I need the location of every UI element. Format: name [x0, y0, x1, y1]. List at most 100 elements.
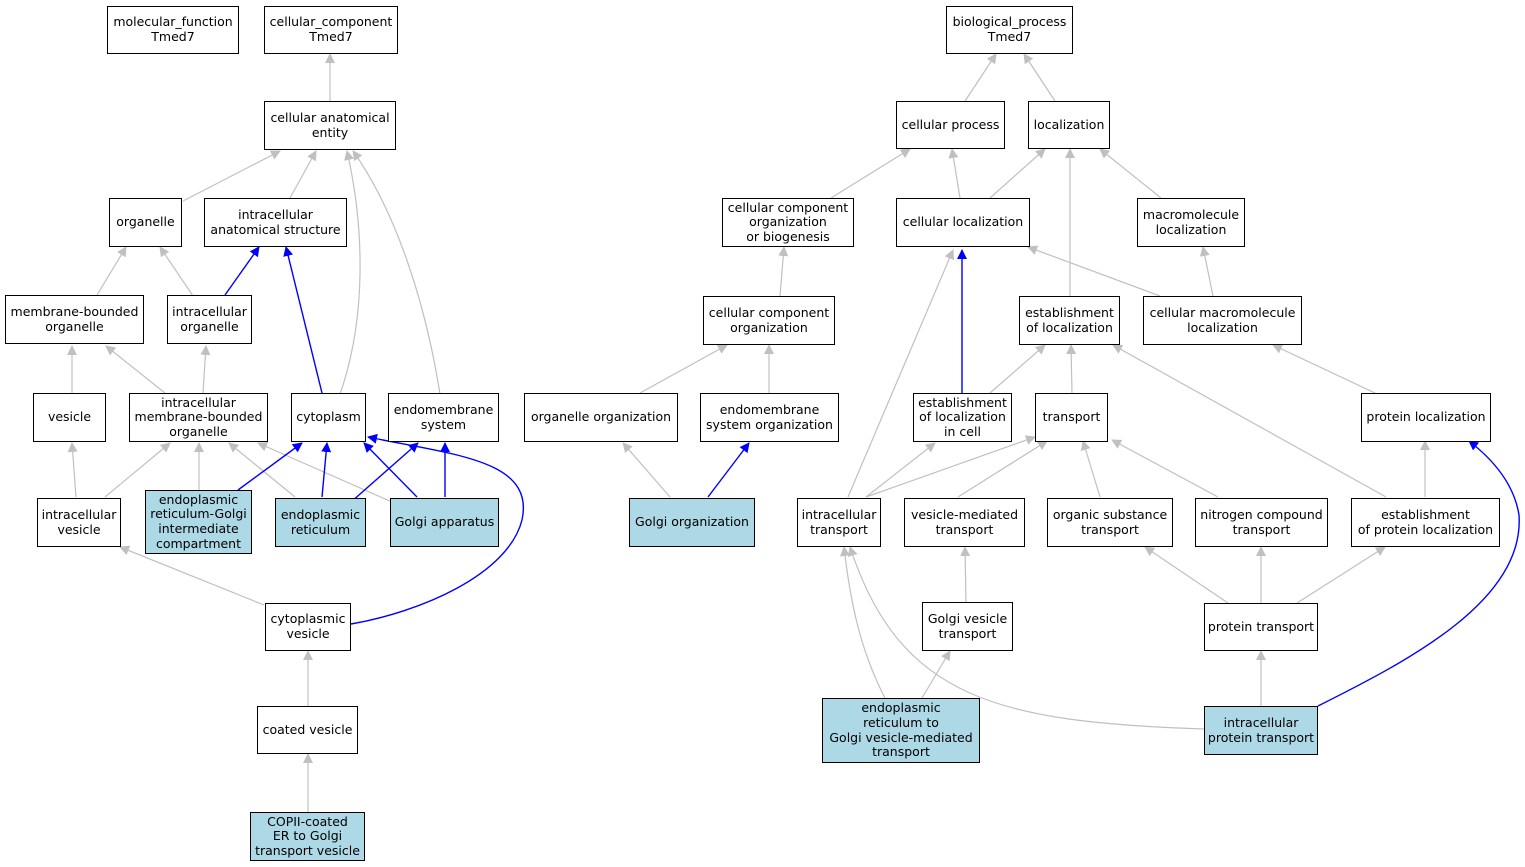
node-label-line: localization — [1187, 319, 1258, 335]
node-golgi-apparatus[interactable]: Golgi apparatus — [390, 498, 499, 547]
node-label-line: nitrogen compound — [1200, 506, 1323, 522]
edge — [237, 442, 303, 491]
node-label-line: coated vesicle — [262, 721, 353, 737]
node-organelle[interactable]: organelle — [109, 198, 182, 247]
edge — [865, 442, 936, 498]
node-label-line: or biogenesis — [746, 228, 830, 244]
node-coated-vesicle[interactable]: coated vesicle — [257, 706, 358, 754]
node-cellular-localization[interactable]: cellular localization — [896, 198, 1030, 247]
node-golgi-organization[interactable]: Golgi organization — [629, 498, 755, 547]
edge — [350, 433, 525, 625]
node-label-line: entity — [311, 124, 349, 140]
node-label-line: COPII-coated — [267, 813, 348, 829]
node-label-line: of protein localization — [1357, 521, 1494, 537]
node-label-line: organic substance — [1052, 506, 1168, 522]
node-label-line: organelle — [169, 423, 228, 439]
node-label-line: endoplasmic — [861, 700, 941, 716]
edge — [847, 249, 955, 498]
node-label-line: transport — [935, 521, 994, 537]
node-label-line: Tmed7 — [987, 29, 1032, 44]
node-label-line: cytoplasmic — [270, 611, 346, 627]
node-label-line: intracellular — [238, 206, 313, 222]
node-label-line: localization — [1155, 221, 1227, 237]
node-label-line: endoplasmic — [280, 506, 361, 522]
node-label-line: macromolecule — [1142, 206, 1240, 222]
edge — [989, 344, 1046, 394]
node-label-line: establishment — [918, 394, 1007, 410]
node-label-line: cellular process — [901, 116, 1000, 132]
edge — [840, 546, 886, 699]
node-organelle-organization[interactable]: organelle organization — [524, 393, 678, 442]
node-label-line: transport — [872, 744, 930, 760]
edge — [182, 150, 281, 202]
edge — [96, 246, 127, 296]
edge — [350, 442, 419, 503]
node-protein-localization[interactable]: protein localization — [1361, 393, 1491, 442]
node-label-line: protein transport — [1207, 618, 1315, 634]
node-label-line: cellular component — [727, 199, 849, 215]
node-cellular-process[interactable]: cellular process — [896, 101, 1005, 149]
node-label-line: transport — [1042, 409, 1101, 425]
node-label-line: cellular macromolecule — [1149, 304, 1296, 320]
edge — [1112, 344, 1387, 498]
node-label-line: protein localization — [1366, 409, 1486, 425]
node-label-line: system — [420, 416, 467, 432]
node-label-line: compartment — [155, 535, 242, 551]
edge — [964, 53, 997, 102]
node-protein-transport[interactable]: protein transport — [1204, 603, 1318, 651]
node-label-line: reticulum — [290, 521, 351, 537]
node-label-line: endoplasmic — [158, 491, 239, 507]
node-label-line: molecular_function — [113, 14, 233, 30]
node-label-line: anatomical structure — [210, 221, 341, 237]
node-localization[interactable]: localization — [1028, 101, 1110, 149]
node-vesicle[interactable]: vesicle — [33, 393, 106, 442]
node-cytoplasm[interactable]: cytoplasm — [291, 393, 366, 442]
node-label-line: Golgi apparatus — [394, 514, 495, 530]
edge — [957, 440, 1048, 498]
node-label-line: Golgi vesicle-mediated — [829, 729, 973, 745]
node-transport[interactable]: transport — [1035, 393, 1108, 442]
edge — [989, 148, 1046, 199]
edge — [865, 435, 1036, 498]
edge — [1199, 246, 1214, 297]
node-label-line: organelle — [180, 318, 239, 334]
node-label-line: intracellular — [161, 394, 236, 410]
node-label-line: cytoplasm — [296, 409, 361, 425]
node-label-line: organelle organization — [530, 409, 672, 425]
node-label-line: intracellular — [801, 506, 877, 522]
edge — [105, 345, 166, 394]
node-label-line: organelle — [116, 214, 175, 230]
edge — [830, 148, 911, 199]
node-label-line: system organization — [706, 416, 833, 432]
